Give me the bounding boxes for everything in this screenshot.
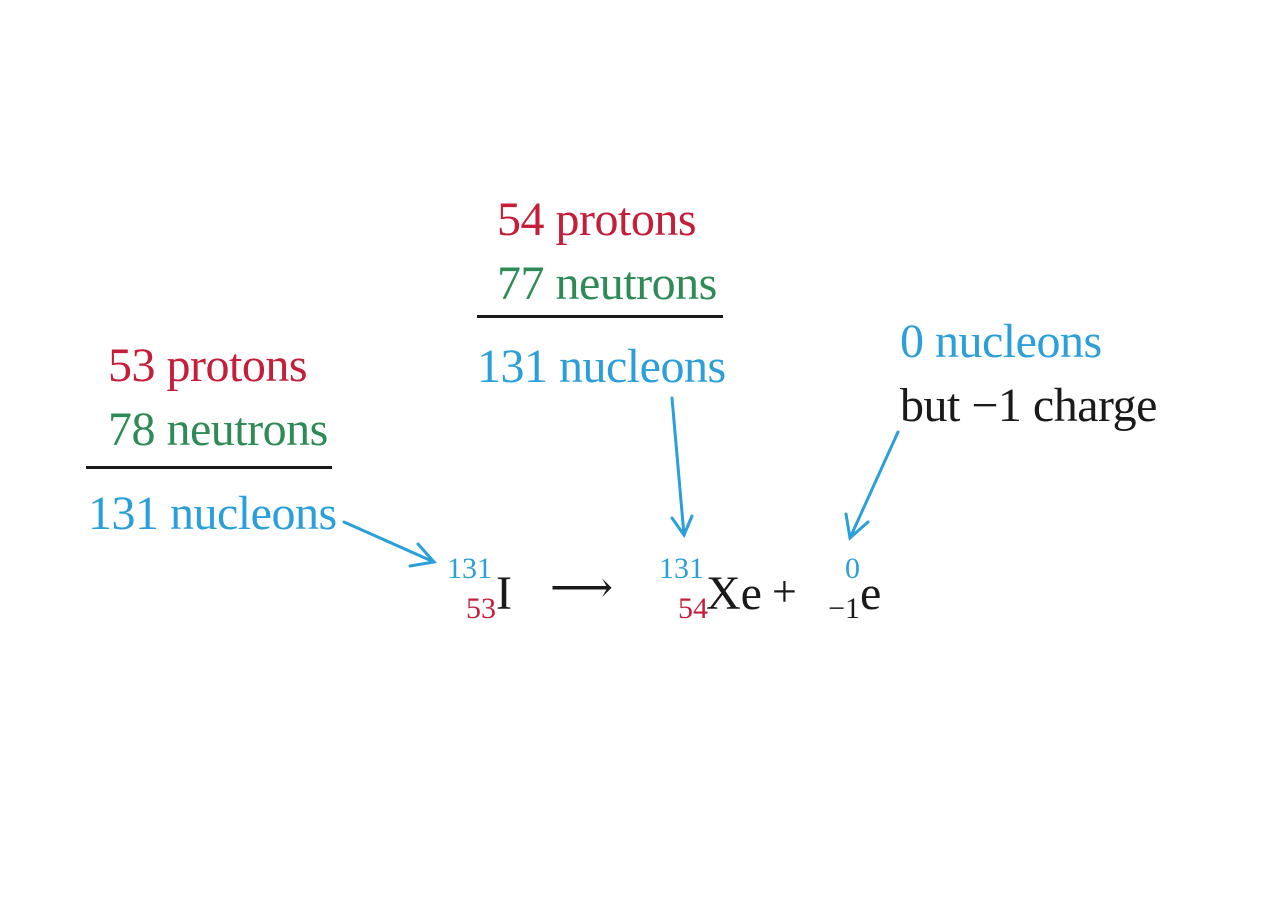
iodine-atomic-number: 53 [466, 592, 496, 625]
arrow-to-iodine [342, 520, 437, 568]
electron-mass-number: 0 [845, 552, 860, 585]
reactant-protons-label: 53 protons [108, 339, 308, 392]
electron-nucleons-label: 0 nucleons [900, 315, 1102, 368]
product-protons-label: 54 protons [497, 193, 697, 246]
arrow-to-xenon [670, 396, 694, 539]
arrow-to-electron [844, 430, 900, 541]
plus-sign: + [772, 567, 797, 616]
product-nucleons-label: 131 nucleons [477, 340, 726, 393]
product-neutrons-label: 77 neutrons [497, 257, 717, 310]
electron-particle: 0 −1 e [820, 550, 900, 630]
reactant-sum-rule [86, 466, 332, 469]
xenon-atomic-number: 54 [678, 592, 708, 625]
electron-charge-label: but −1 charge [900, 379, 1157, 432]
reactant-neutrons-label: 78 neutrons [108, 403, 328, 456]
iodine-symbol: I [496, 567, 512, 620]
xenon-nuclide: 131 54 Xe [650, 550, 770, 630]
electron-symbol: e [860, 567, 882, 620]
product-sum-rule [477, 315, 723, 318]
iodine-nuclide: 131 53 I [440, 550, 520, 630]
reactant-nucleons-label: 131 nucleons [88, 487, 337, 540]
electron-charge-number: −1 [828, 592, 860, 625]
xenon-symbol: Xe [706, 567, 762, 620]
iodine-mass-number: 131 [447, 552, 492, 585]
xenon-mass-number: 131 [659, 552, 704, 585]
reaction-arrow: ⟶ [550, 563, 614, 612]
